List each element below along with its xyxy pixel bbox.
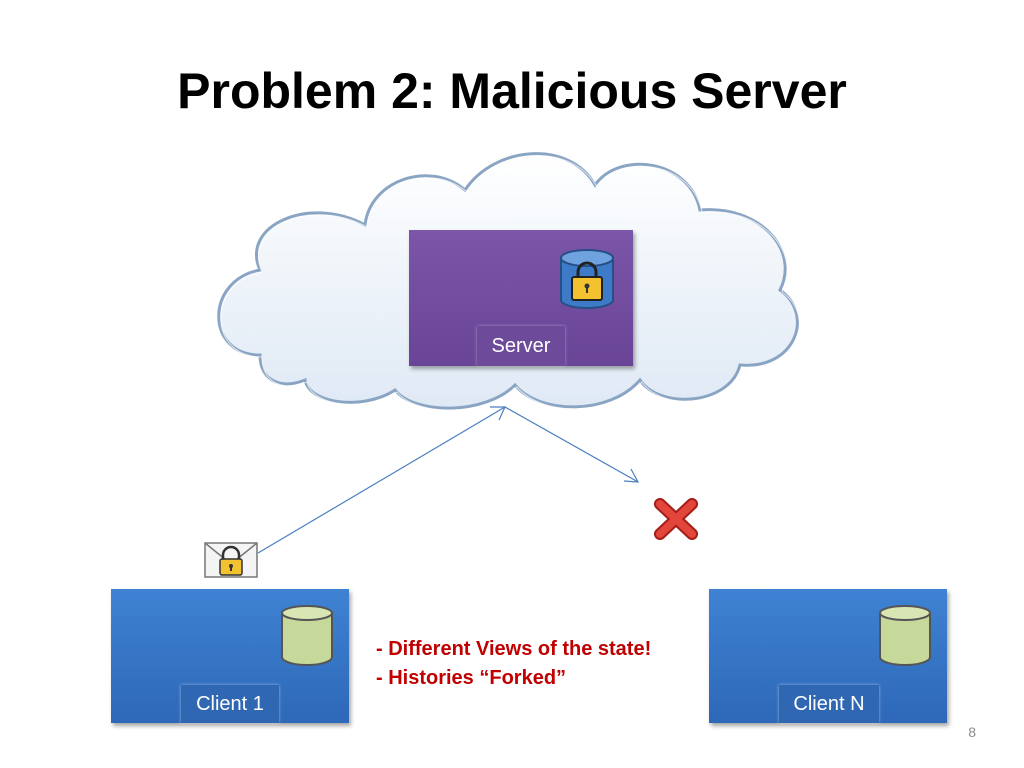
arrow-icon (623, 468, 640, 483)
database-icon (879, 605, 931, 666)
fork-notes: - Different Views of the state! - Histor… (376, 635, 651, 693)
client-n-label: Client N (779, 685, 879, 723)
red-x-icon (654, 498, 698, 540)
arrow-icon (257, 406, 506, 554)
note-line: - Histories “Forked” (376, 667, 567, 689)
server-box: Server (409, 230, 633, 366)
client-n-box: Client N (709, 589, 947, 723)
note-line: - Different Views of the state! (376, 638, 652, 660)
locked-envelope-icon (204, 542, 258, 578)
page-number: 8 (968, 724, 976, 740)
server-label: Server (477, 326, 565, 366)
database-lock-icon (560, 249, 614, 309)
arrow-icon (504, 406, 639, 483)
database-icon (281, 605, 333, 666)
client-1-label: Client 1 (181, 685, 279, 723)
slide-title: Problem 2: Malicious Server (177, 63, 847, 119)
client-1-box: Client 1 (111, 589, 349, 723)
